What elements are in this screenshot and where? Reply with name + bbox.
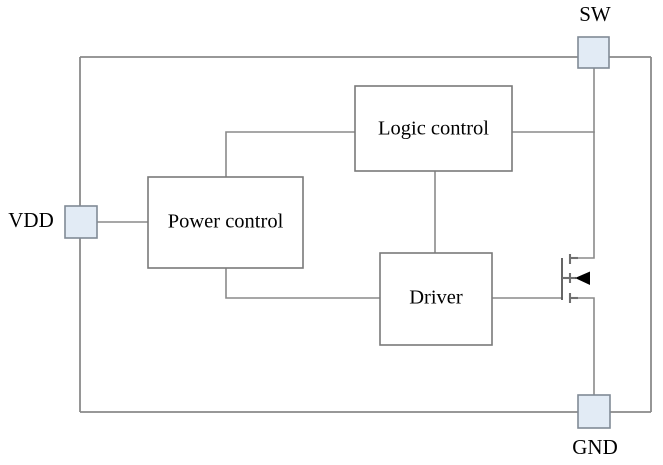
mosfet-channel-arrow xyxy=(575,271,590,285)
block-driver[interactable]: Driver xyxy=(379,252,493,346)
pad-vdd[interactable]: VDD xyxy=(8,205,98,239)
block-logic-control[interactable]: Logic control xyxy=(354,85,513,172)
chip-frame-outline xyxy=(79,56,652,413)
wire-power-control-to-driver xyxy=(225,267,381,299)
pad-gnd[interactable]: GND xyxy=(572,394,618,459)
internal-wiring xyxy=(96,67,595,396)
driver-box[interactable] xyxy=(379,252,493,346)
block-power-control[interactable]: Power control xyxy=(147,176,304,269)
driver-label: Driver xyxy=(409,287,463,309)
logic-control-label: Logic control xyxy=(378,118,489,140)
nmos-power-fet-symbol xyxy=(561,254,590,303)
wire-logic-control-to-sw-node xyxy=(511,131,595,259)
sw-pad[interactable] xyxy=(577,36,610,69)
vdd-pad[interactable] xyxy=(64,205,98,239)
sw-pad-label: SW xyxy=(579,2,611,26)
power-control-box[interactable] xyxy=(147,176,304,269)
pad-sw[interactable]: SW xyxy=(577,2,611,69)
power-control-label: Power control xyxy=(168,211,284,233)
wire-power-control-to-logic-control xyxy=(225,131,356,178)
logic-control-box[interactable] xyxy=(354,85,513,172)
vdd-pad-label: VDD xyxy=(8,208,54,232)
gnd-pad-label: GND xyxy=(572,435,618,459)
wire-source-to-gnd xyxy=(571,297,595,396)
gnd-pad[interactable] xyxy=(577,394,611,429)
